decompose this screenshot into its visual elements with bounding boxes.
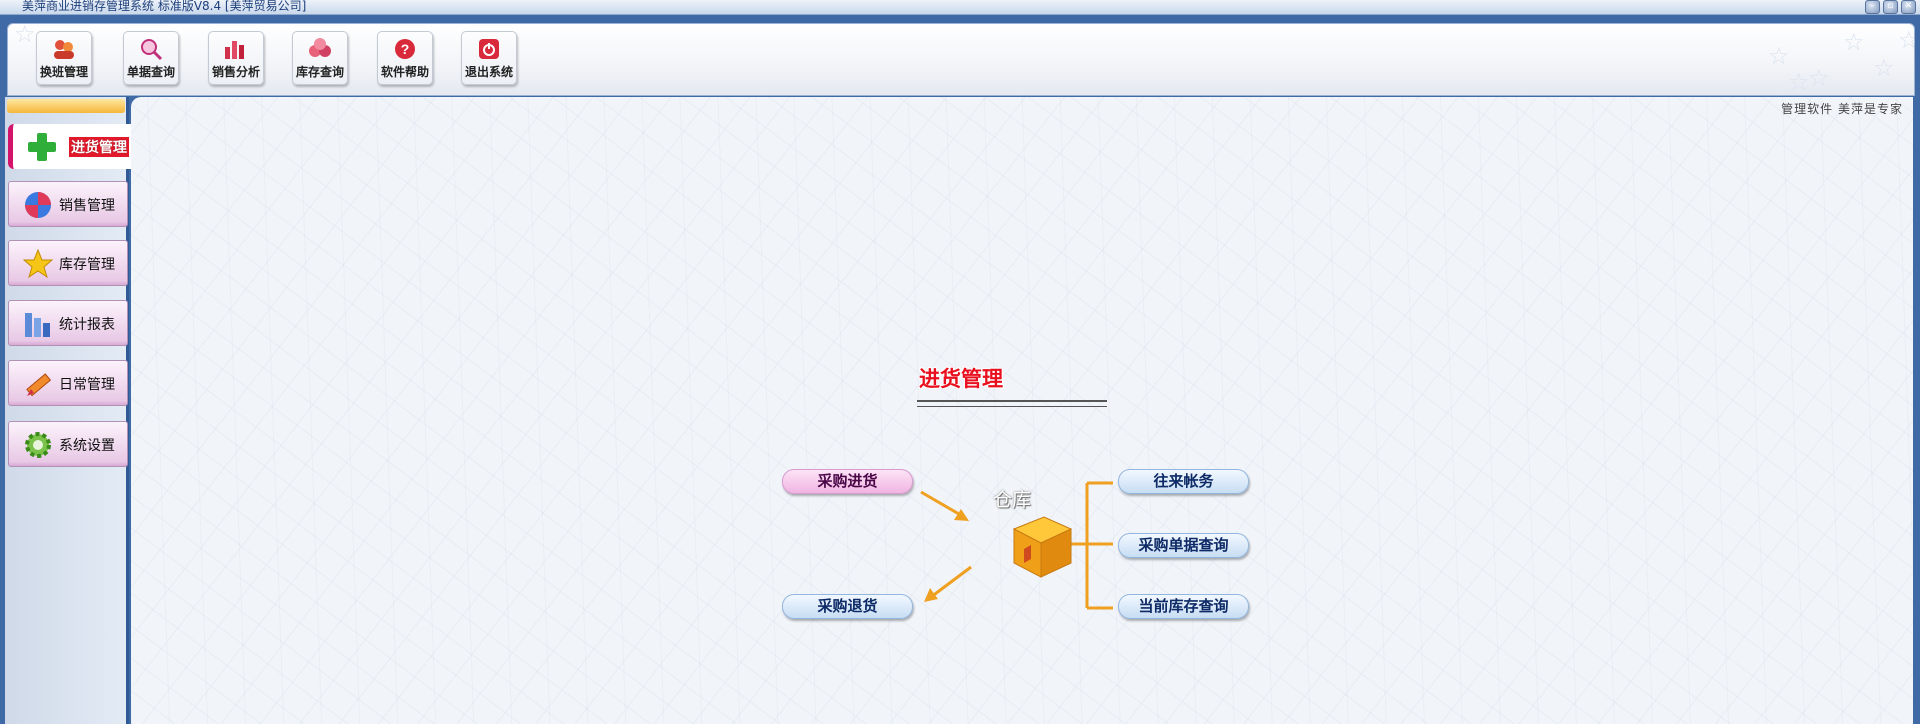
purchase-return-button[interactable]: 采购退货 [782, 594, 913, 619]
sidebar-item-sales[interactable]: 销售管理 [8, 181, 128, 227]
warehouse-box-icon [1012, 516, 1073, 578]
plus-icon [27, 132, 57, 162]
minimize-button[interactable]: – [1865, 0, 1880, 14]
flow-diagram [920, 481, 1113, 610]
shift-change-button[interactable]: 换班管理 [36, 31, 92, 85]
purchase-document-query-button[interactable]: 采购单据查询 [1118, 533, 1249, 558]
software-help-button[interactable]: ? 软件帮助 [377, 31, 433, 85]
sidebar: 进货管理 销售管理 库存管理 统计报表 日常管理 系统设置 [5, 97, 139, 724]
window-controls: – ▫ ✕ [1865, 0, 1916, 14]
help-icon: ? [392, 37, 418, 61]
purchase-in-button[interactable]: 采购进货 [782, 469, 913, 494]
main-panel: 管理软件 美萍是专家 进货管理 仓库 采购进货 采购退货 往来帐务 采购单据查询… [131, 97, 1913, 724]
sidebar-item-reports[interactable]: 统计报表 [8, 300, 128, 346]
sidebar-item-inventory[interactable]: 库存管理 [8, 240, 128, 286]
heading-underline [917, 400, 1107, 407]
warehouse-label: 仓库 [993, 489, 1032, 511]
pencil-icon [23, 369, 53, 399]
arrow-in-line [920, 490, 965, 519]
globe-icon [23, 190, 53, 220]
sidebar-top-strip [7, 99, 125, 113]
star-decoration: ☆ [1873, 54, 1895, 82]
exit-system-button[interactable]: 退出系统 [461, 31, 517, 85]
page-heading: 进货管理 [919, 367, 1003, 391]
accounts-button[interactable]: 往来帐务 [1118, 469, 1249, 494]
toolbar: ☆ ☆ ☆ ☆ ☆ ☆ ☆ 换班管理 单据查询 销售分析 库存查询 ? 软件帮助 [7, 23, 1915, 96]
current-stock-query-button[interactable]: 当前库存查询 [1118, 594, 1249, 619]
window-title: 美萍商业进销存管理系统 标准版V8.4 [美萍贸易公司] [22, 0, 307, 13]
bar-chart-icon [23, 309, 53, 339]
gear-icon [23, 430, 53, 460]
arrow-in-head [954, 509, 969, 521]
sidebar-item-settings[interactable]: 系统设置 [8, 421, 128, 467]
star-decoration: ☆ [1808, 64, 1830, 92]
title-bar: 美萍商业进销存管理系统 标准版V8.4 [美萍贸易公司] – ▫ ✕ [0, 0, 1920, 15]
svg-text:?: ? [401, 41, 410, 57]
stock-icon [307, 37, 333, 61]
power-icon [476, 37, 502, 61]
close-button[interactable]: ✕ [1901, 0, 1916, 14]
sidebar-item-purchase[interactable]: 进货管理 [8, 124, 139, 169]
sidebar-item-daily[interactable]: 日常管理 [8, 360, 128, 406]
star-decoration: ☆ [1898, 26, 1914, 54]
shift-change-icon [51, 37, 77, 61]
magnifier-icon [138, 37, 164, 61]
slogan-text: 管理软件 美萍是专家 [1781, 102, 1903, 116]
star-decoration: ☆ [1768, 42, 1790, 70]
star-decoration: ☆ [1843, 28, 1865, 56]
star-decoration: ☆ [1788, 68, 1810, 96]
bar-chart-icon [223, 37, 249, 61]
star-decoration: ☆ [14, 23, 36, 48]
sales-analysis-button[interactable]: 销售分析 [208, 31, 264, 85]
arrow-out-head [924, 588, 938, 602]
star-icon [22, 248, 54, 279]
stock-query-toolbar-button[interactable]: 库存查询 [292, 31, 348, 85]
arrow-out-line [930, 565, 972, 599]
restore-button[interactable]: ▫ [1883, 0, 1898, 14]
document-query-button[interactable]: 单据查询 [123, 31, 179, 85]
